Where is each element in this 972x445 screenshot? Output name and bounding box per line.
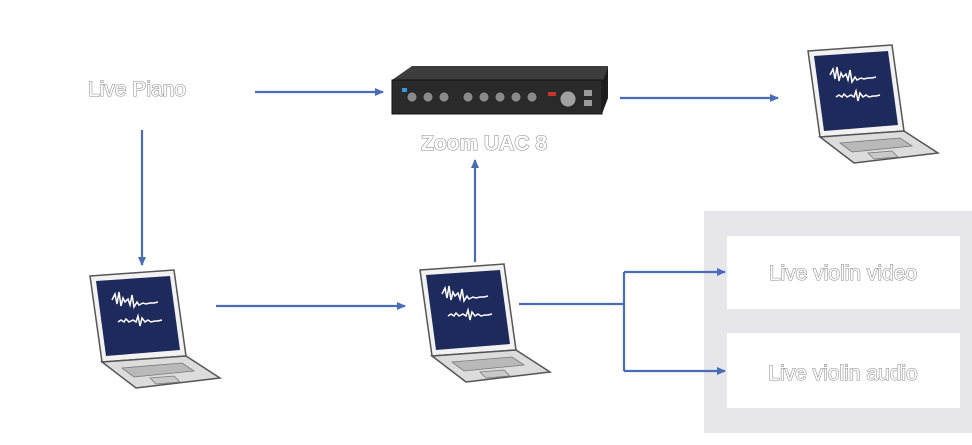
laptop-bottom-left <box>89 269 221 389</box>
laptop-top-right <box>807 44 939 164</box>
live-piano-label: Live Piano <box>88 78 186 101</box>
branch-connector <box>519 272 626 371</box>
laptop-bottom-center <box>419 263 551 383</box>
audio-interface-device <box>391 66 608 115</box>
zoom-uac8-label: Zoom UAC 8 <box>421 132 547 155</box>
violin-audio-box <box>727 333 960 408</box>
violin-video-box <box>727 236 960 309</box>
violin-audio-label: Live violin audio <box>768 362 917 385</box>
violin-video-label: Live violin video <box>769 262 917 285</box>
